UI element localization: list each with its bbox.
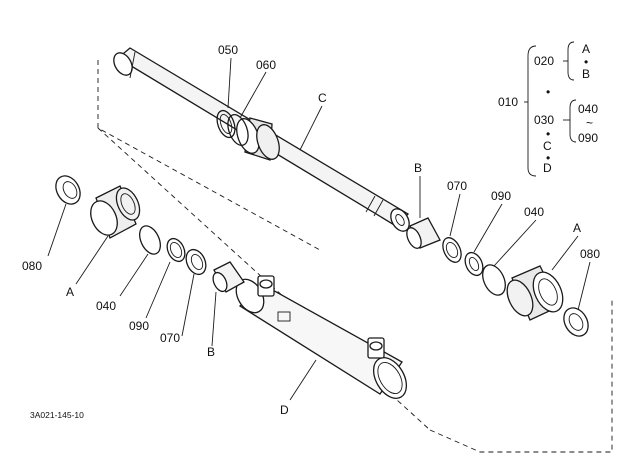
legend-mid-dot: •: [546, 85, 550, 99]
legend-tilde: ~: [586, 116, 593, 130]
label-090-left: 090: [129, 319, 149, 333]
callout-labels: 050 060 C B 070 090 040 A 080 080 A 040 …: [22, 43, 600, 417]
label-a-left: A: [66, 285, 74, 299]
cylinder-tube: [235, 275, 408, 399]
legend-090: 090: [578, 131, 598, 145]
label-070-left: 070: [160, 331, 180, 345]
assembly-frame: [97, 60, 613, 453]
drawing-reference-caption: 3A021-145-10: [30, 410, 84, 420]
legend-030-c: C: [543, 139, 552, 153]
right-side-parts: [406, 217, 589, 337]
legend-020: 020: [534, 54, 554, 68]
label-a-right: A: [573, 221, 581, 235]
label-b-left: B: [207, 345, 215, 359]
label-050: 050: [218, 43, 238, 57]
label-d-tube: D: [280, 403, 289, 417]
leader-lines: [47, 57, 591, 401]
legend-020-b: B: [582, 67, 590, 81]
legend-020-dot: •: [584, 55, 588, 69]
label-040-right: 040: [524, 205, 544, 219]
legend-010: 010: [498, 95, 518, 109]
label-090-right: 090: [491, 189, 511, 203]
parts-legend: 010 020 A • B • 030 040 ~ 090 • C • D: [498, 41, 598, 177]
legend-030-dot: •: [546, 127, 550, 141]
label-070-right: 070: [447, 179, 467, 193]
label-c-rod: C: [318, 91, 327, 105]
legend-030-d: D: [543, 161, 552, 175]
label-080-right: 080: [580, 247, 600, 261]
left-side-parts: [55, 175, 245, 293]
label-040-left: 040: [96, 299, 116, 313]
label-060: 060: [256, 58, 276, 72]
legend-040: 040: [578, 102, 598, 116]
piston: [216, 109, 280, 161]
label-b-right: B: [414, 161, 422, 175]
legend-030-dot2: •: [546, 151, 550, 165]
legend-030: 030: [534, 113, 554, 127]
legend-020-a: A: [582, 42, 590, 56]
label-080-left: 080: [22, 259, 42, 273]
